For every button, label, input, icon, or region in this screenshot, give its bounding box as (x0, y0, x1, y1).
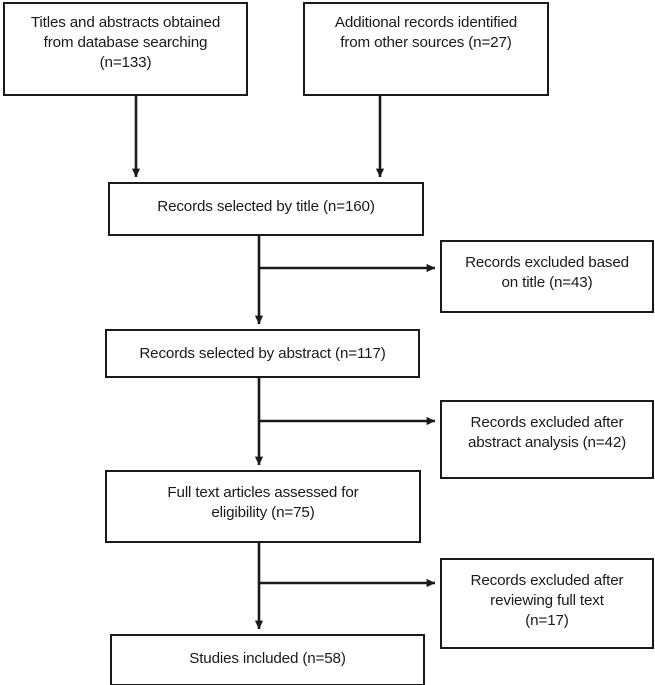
node-records-excluded-by-title: Records excluded based on title (n=43) (440, 240, 654, 313)
node-database-records: Titles and abstracts obtained from datab… (3, 2, 248, 96)
node-studies-included: Studies included (n=58) (110, 634, 425, 685)
node-records-excluded-after-full-text: Records excluded after reviewing full te… (440, 558, 654, 649)
node-records-excluded-after-abstract: Records excluded after abstract analysis… (440, 400, 654, 479)
node-full-text-assessed: Full text articles assessed for eligibil… (105, 470, 421, 543)
node-records-selected-by-abstract: Records selected by abstract (n=117) (105, 329, 420, 378)
node-records-selected-by-title: Records selected by title (n=160) (108, 182, 424, 236)
node-other-source-records: Additional records identified from other… (303, 2, 549, 96)
